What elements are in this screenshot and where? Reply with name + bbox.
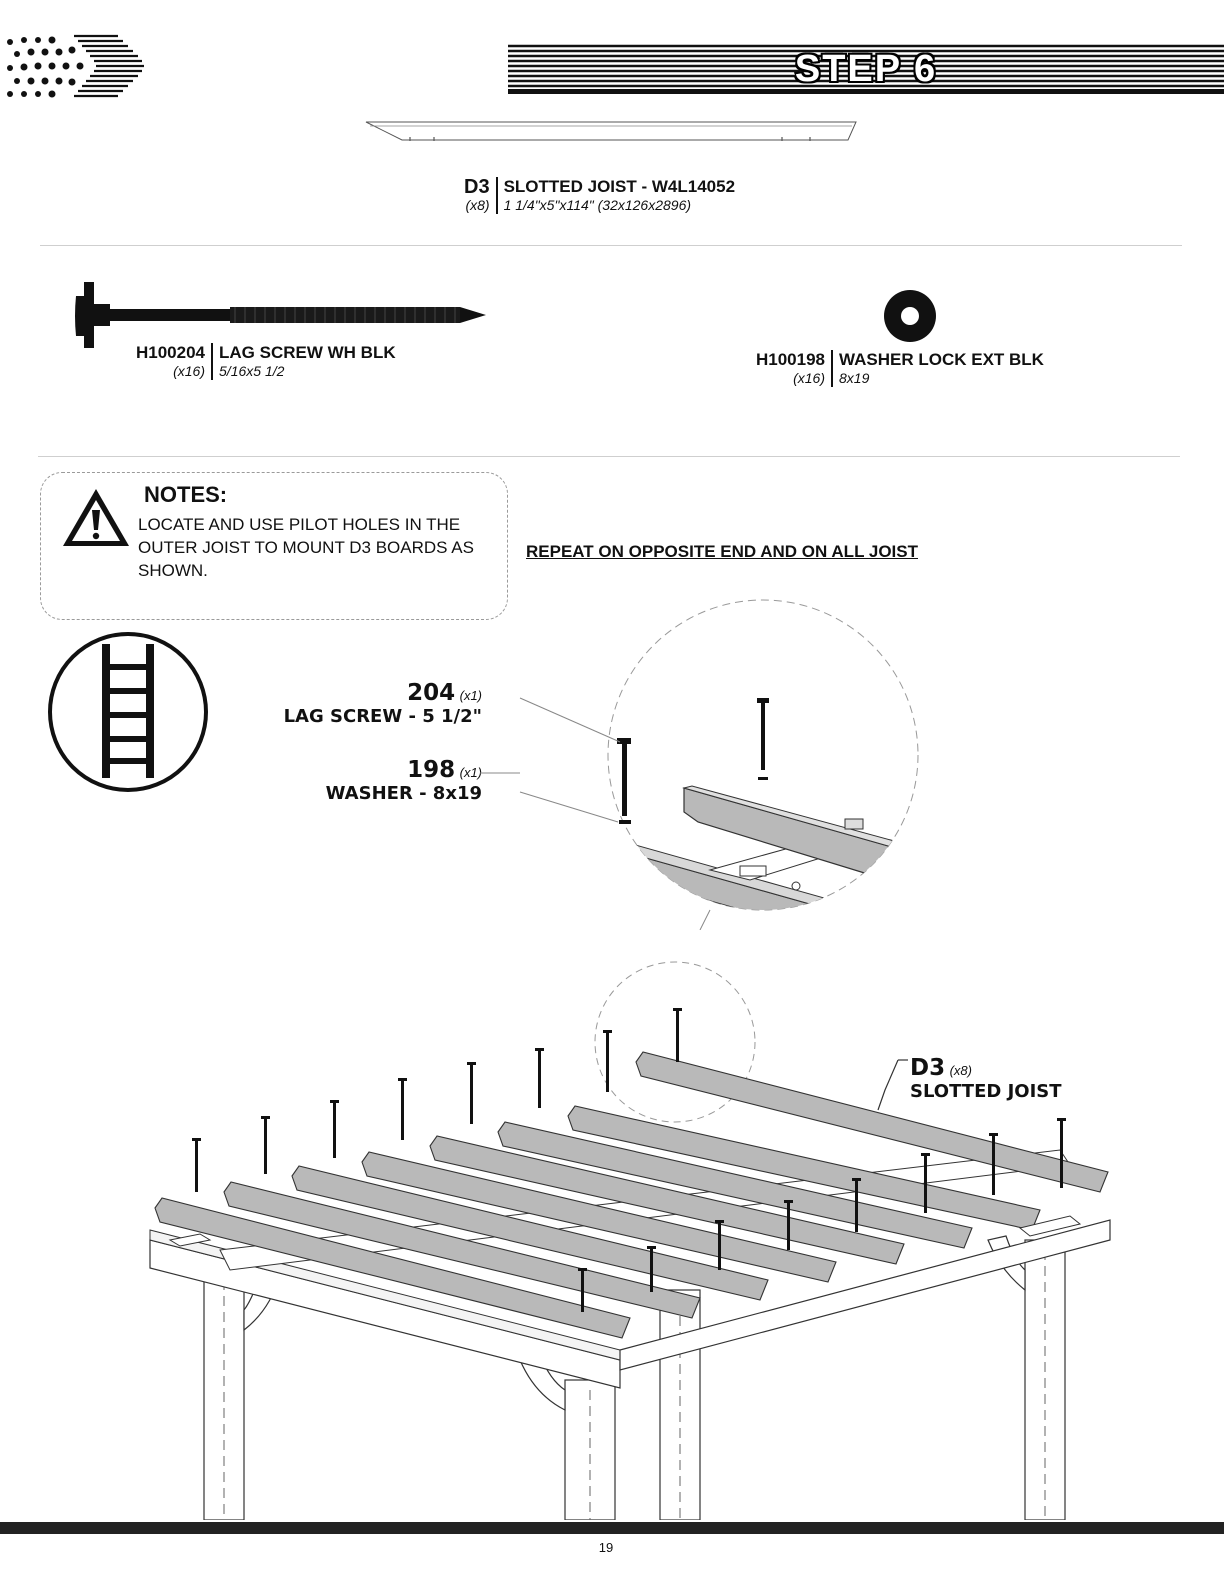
part-qty: (x8): [465, 197, 490, 213]
part-code: H100198: [756, 350, 826, 369]
part-dimensions: 1 1/4"x5"x114" (32x126x2896): [503, 197, 692, 213]
divider: [38, 456, 1180, 457]
divider: [40, 245, 1182, 246]
lag-screw-icon: [757, 698, 769, 780]
part-label-lag-screw: H100204 (x16) LAG SCREW WH BLK 5/16x5 1/…: [136, 343, 396, 380]
callout-number: 198: [407, 757, 456, 783]
part-name: SLOTTED JOIST - W4L14052: [503, 177, 736, 196]
footer-bar: [0, 1522, 1224, 1534]
pergola-illustration: [149, 961, 1111, 1520]
washer-illustration: [884, 290, 936, 342]
part-qty: (x16): [793, 370, 826, 386]
callout-name: WASHER - 8x19: [325, 783, 482, 804]
warning-icon: [63, 489, 129, 546]
callout-name: SLOTTED JOIST: [910, 1081, 1062, 1102]
callout-washer: 198 (x1) WASHER - 8x19: [260, 757, 482, 804]
part-qty: (x16): [173, 363, 206, 379]
callout-number: D3: [910, 1055, 946, 1081]
part-label-d3: D3 (x8) SLOTTED JOIST - W4L14052 1 1/4"x…: [464, 177, 735, 214]
part-code: H100204: [136, 343, 206, 362]
callout-qty: (x1): [459, 688, 482, 703]
ladder-icon: [48, 632, 208, 792]
notes-box: [40, 472, 508, 620]
part-dimensions: 5/16x5 1/2: [219, 363, 285, 379]
callout-qty: (x8): [949, 1063, 972, 1078]
page-number: 19: [598, 1540, 614, 1555]
callout-name: LAG SCREW - 5 1/2": [283, 706, 482, 727]
notes-text: LOCATE AND USE PILOT HOLES IN THE OUTER …: [138, 515, 474, 580]
callout-joist: D3 (x8) SLOTTED JOIST: [910, 1055, 1062, 1102]
brand-arrow-logo: [7, 34, 144, 98]
callout-screw: 204 (x1) LAG SCREW - 5 1/2": [260, 680, 482, 727]
part-label-washer: H100198 (x16) WASHER LOCK EXT BLK 8x19: [756, 350, 1044, 387]
slotted-joist-illustration: [365, 121, 857, 141]
part-name: WASHER LOCK EXT BLK: [839, 350, 1044, 369]
notes-title: NOTES:: [144, 482, 228, 507]
repeat-instruction: REPEAT ON OPPOSITE END AND ON ALL JOIST: [526, 542, 918, 561]
part-name: LAG SCREW WH BLK: [219, 343, 396, 362]
callout-qty: (x1): [459, 765, 482, 780]
step-title: STEP 6: [794, 47, 938, 90]
part-code: D3: [464, 176, 490, 198]
detail-view: [480, 599, 919, 930]
step-banner: [508, 44, 1224, 94]
lag-screw-illustration: [75, 282, 486, 348]
callout-number: 204: [407, 680, 456, 706]
part-dimensions: 8x19: [839, 370, 870, 386]
